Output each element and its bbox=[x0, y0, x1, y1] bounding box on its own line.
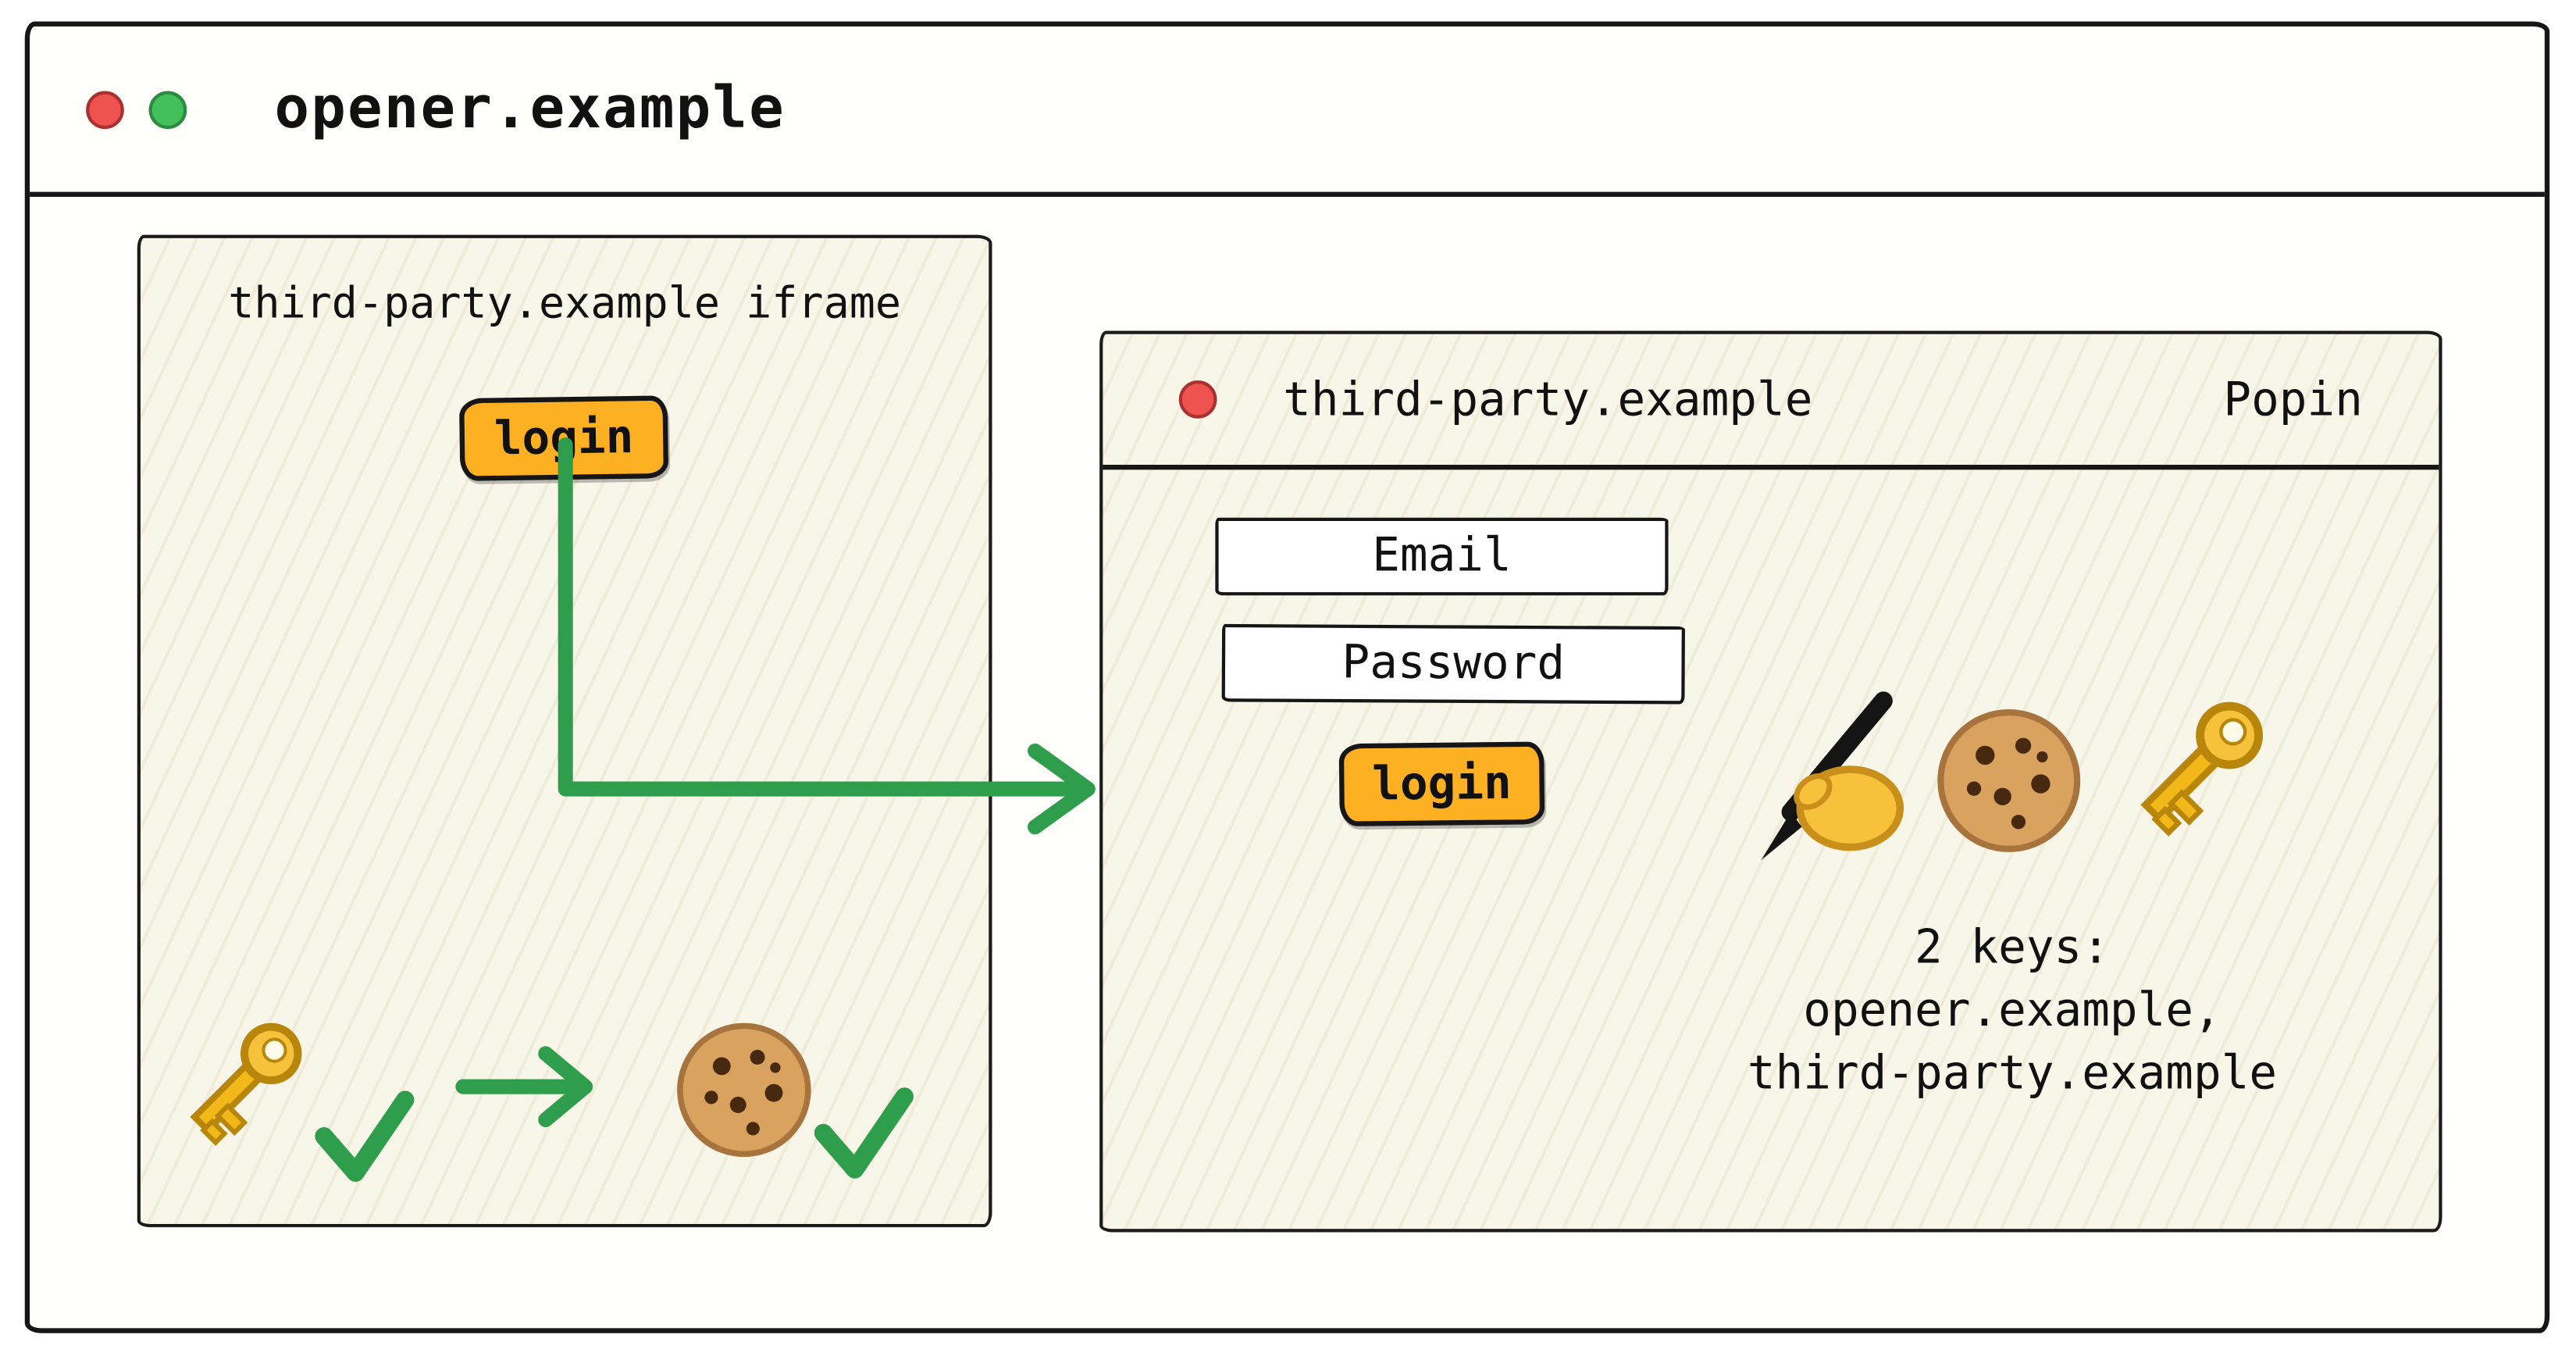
maximize-window-icon[interactable] bbox=[148, 90, 187, 129]
keys-note-line: 2 keys: bbox=[1915, 919, 2110, 975]
keys-note-line: third-party.example bbox=[1747, 1045, 2278, 1101]
popup-title: third-party.example bbox=[1283, 372, 1813, 427]
third-party-iframe: third-party.example iframe login bbox=[137, 234, 992, 1228]
cookie-icon bbox=[1937, 708, 2081, 852]
iframe-login-button[interactable]: login bbox=[458, 395, 669, 481]
popup-window-third-party: third-party.example Popin Email Password… bbox=[1099, 330, 2442, 1233]
popup-titlebar: third-party.example Popin bbox=[1103, 334, 2439, 470]
key-icon bbox=[190, 1022, 302, 1146]
email-field[interactable]: Email bbox=[1215, 517, 1669, 596]
popup-type-label: Popin bbox=[2223, 372, 2363, 427]
window-title: opener.example bbox=[274, 76, 786, 143]
window-titlebar: opener.example bbox=[30, 27, 2545, 197]
keys-note-line: opener.example, bbox=[1803, 982, 2221, 1037]
password-field[interactable]: Password bbox=[1221, 623, 1685, 705]
window-content: third-party.example iframe login bbox=[30, 197, 2545, 1328]
browser-window-opener: opener.example third-party.example ifram… bbox=[24, 21, 2550, 1333]
iframe-label: third-party.example iframe bbox=[228, 279, 902, 330]
popup-close-icon[interactable] bbox=[1178, 380, 1217, 419]
key-icon bbox=[2140, 701, 2264, 837]
cookie-icon bbox=[677, 1022, 811, 1158]
popup-login-button[interactable]: login bbox=[1338, 741, 1545, 827]
close-window-icon[interactable] bbox=[86, 90, 124, 129]
writing-hand-icon bbox=[1761, 691, 1904, 861]
keys-note: 2 keys: opener.example, third-party.exam… bbox=[1632, 916, 2393, 1104]
